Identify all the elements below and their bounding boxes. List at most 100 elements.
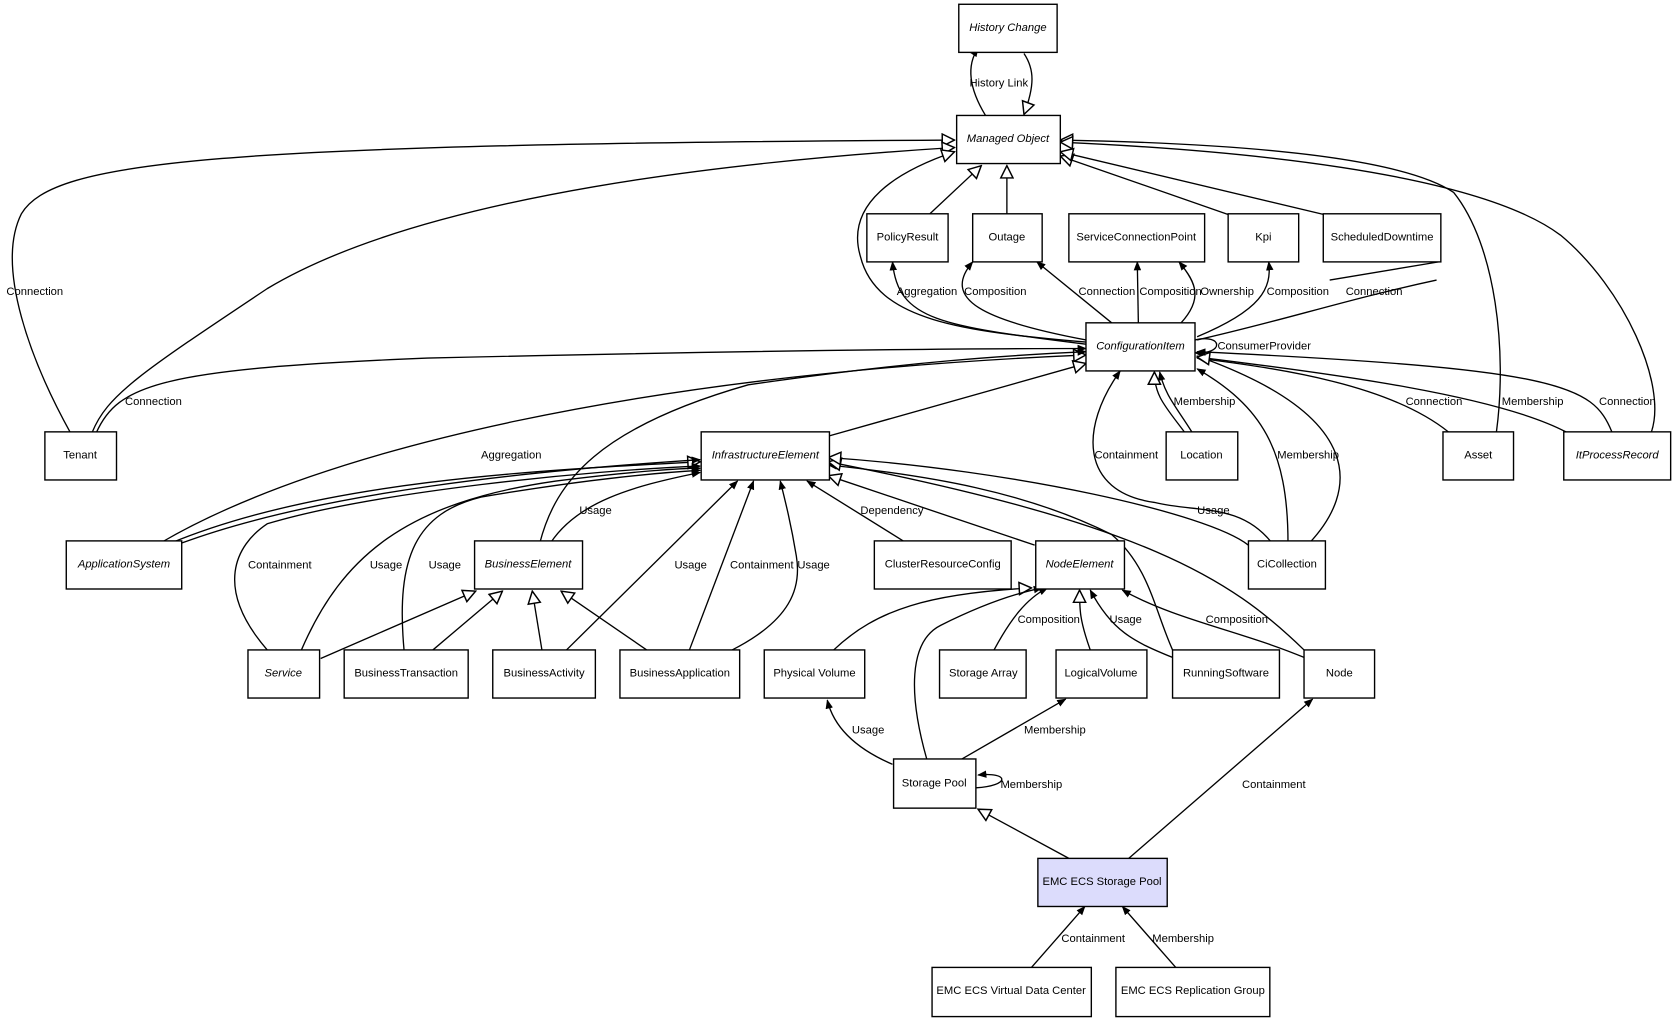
edge-label: Containment: [248, 560, 312, 572]
edge-label: Containment: [730, 560, 794, 572]
node-running-software[interactable]: RunningSoftware: [1171, 649, 1281, 699]
node-it-process-record[interactable]: ItProcessRecord: [1563, 431, 1672, 481]
node-ci-collection[interactable]: CiCollection: [1247, 540, 1327, 590]
edge-label: Composition: [1267, 286, 1329, 298]
node-storage-array[interactable]: Storage Array: [938, 649, 1027, 699]
edge-ci-outage-conn: [1036, 261, 1113, 324]
edge-biztx-bizel: [432, 591, 502, 651]
node-physical-volume[interactable]: Physical Volume: [763, 649, 866, 699]
edge-appsys-infra: [170, 462, 700, 544]
node-label: Asset: [1464, 449, 1493, 461]
edge-label: Ownership: [1200, 286, 1254, 298]
edge-infra-ci: [828, 363, 1086, 437]
node-storage-pool[interactable]: Storage Pool: [892, 758, 977, 809]
edge-label: Connection: [6, 286, 63, 298]
edge-asset-ci: [1196, 355, 1449, 433]
node-cluster-resource-config[interactable]: ClusterResourceConfig: [873, 540, 1012, 590]
node-kpi[interactable]: Kpi: [1227, 213, 1300, 263]
node-location[interactable]: Location: [1165, 431, 1239, 481]
edge-runsw-nodeel: [1089, 589, 1173, 659]
node-label: BusinessApplication: [630, 667, 730, 679]
node-label: Managed Object: [967, 133, 1050, 145]
edge-biztx-infra: [401, 467, 702, 650]
node-logical-volume[interactable]: LogicalVolume: [1055, 649, 1148, 699]
edge-bizel-infra: [549, 470, 702, 544]
edge-ecspool-stpool: [978, 809, 1070, 859]
edge-service-bizel: [320, 591, 476, 660]
edge-label: Connection: [125, 396, 182, 408]
node-label: Location: [1180, 449, 1222, 461]
node-label: Physical Volume: [773, 667, 855, 679]
edge-ci-scp-own: [1178, 261, 1196, 324]
node-managed-object[interactable]: Managed Object: [955, 114, 1062, 165]
edge-cicoll-ci-2: [1196, 355, 1341, 544]
edge-label: Membership: [1174, 396, 1236, 408]
edge-crc-infra: [806, 480, 904, 542]
node-label: EMC ECS Virtual Data Center: [936, 985, 1086, 997]
edge-label: Usage: [429, 560, 461, 572]
edge-ci-scp-comp: [1133, 260, 1142, 323]
edge-bizapp-infra-usage: [731, 480, 799, 651]
node-business-application[interactable]: BusinessApplication: [619, 649, 741, 699]
node-tenant[interactable]: Tenant: [44, 431, 118, 481]
edge-rg-ecspool: [1121, 905, 1177, 968]
edge-label: Membership: [1502, 396, 1564, 408]
node-outage[interactable]: Outage: [971, 213, 1043, 263]
edge-label: Usage: [1197, 505, 1229, 517]
edge-ci-kpi: [1196, 260, 1274, 338]
node-business-element[interactable]: BusinessElement: [473, 540, 584, 590]
node-node-element[interactable]: NodeElement: [1035, 540, 1126, 590]
node-label: History Change: [969, 22, 1046, 34]
node-scheduled-downtime[interactable]: ScheduledDowntime: [1322, 213, 1442, 263]
edge-runsw-infra: [827, 462, 1174, 651]
node-label: LogicalVolume: [1064, 667, 1137, 679]
node-application-system[interactable]: ApplicationSystem: [65, 540, 183, 590]
node-emc-ecs-storage-pool[interactable]: EMC ECS Storage Pool: [1037, 857, 1168, 908]
edge-node-infra: [828, 462, 1305, 651]
edge-stpool-self: [975, 770, 1003, 789]
edge-label: Membership: [1024, 724, 1086, 736]
node-node[interactable]: Node: [1303, 649, 1376, 699]
edge-tenant-ci: [95, 344, 1087, 434]
node-label: PolicyResult: [877, 231, 940, 243]
edge-label: Connection: [1599, 396, 1656, 408]
edge-history-generalization: [1024, 53, 1032, 114]
edge-logvol-nodeel: [1080, 590, 1091, 651]
node-label: EMC ECS Storage Pool: [1042, 876, 1161, 888]
edge-kpi-mo: [1060, 156, 1230, 216]
node-service-connection-point[interactable]: ServiceConnectionPoint: [1068, 213, 1206, 263]
node-label: Outage: [988, 231, 1025, 243]
edge-bizact-infra: [566, 480, 739, 651]
node-label: InfrastructureElement: [712, 449, 820, 461]
node-emc-ecs-virtual-data-center[interactable]: EMC ECS Virtual Data Center: [931, 966, 1093, 1018]
edge-itpr-ci-mem: [1197, 357, 1567, 433]
edge-appsys-infra-2: [181, 456, 702, 544]
edge-bizapp-infra-cont: [688, 480, 755, 651]
node-history-change[interactable]: History Change: [958, 3, 1058, 54]
node-label: ItProcessRecord: [1576, 449, 1660, 461]
node-infrastructure-element[interactable]: InfrastructureElement: [700, 431, 831, 481]
node-policy-result[interactable]: PolicyResult: [866, 213, 949, 263]
edge-label: Usage: [579, 505, 611, 517]
node-configuration-item[interactable]: ConfigurationItem: [1085, 322, 1196, 372]
edge-node-nodeel: [1121, 589, 1305, 659]
edge-ci-sched: [1196, 261, 1439, 341]
node-business-activity[interactable]: BusinessActivity: [492, 649, 597, 699]
node-label: Storage Array: [949, 667, 1018, 679]
node-label: EMC ECS Replication Group: [1121, 985, 1265, 997]
edge-label: Membership: [1277, 450, 1339, 462]
node-emc-ecs-replication-group[interactable]: EMC ECS Replication Group: [1115, 966, 1271, 1018]
node-business-transaction[interactable]: BusinessTransaction: [343, 649, 469, 699]
edge-bizapp-bizel: [561, 591, 648, 651]
edge-ci-self: [1194, 338, 1218, 358]
edge-stpool-nodeel: [913, 585, 1044, 760]
edge-label: Usage: [674, 560, 706, 572]
node-asset[interactable]: Asset: [1442, 431, 1515, 481]
node-service[interactable]: Service: [247, 649, 321, 699]
edge-label: Containment: [1095, 450, 1159, 462]
edge-label: Containment: [1242, 779, 1306, 791]
edge-ci-outage: [961, 261, 1087, 341]
edge-physvol-nodeel: [833, 588, 1032, 651]
edge-label: Aggregation: [897, 286, 958, 298]
node-label: Node: [1326, 667, 1353, 679]
